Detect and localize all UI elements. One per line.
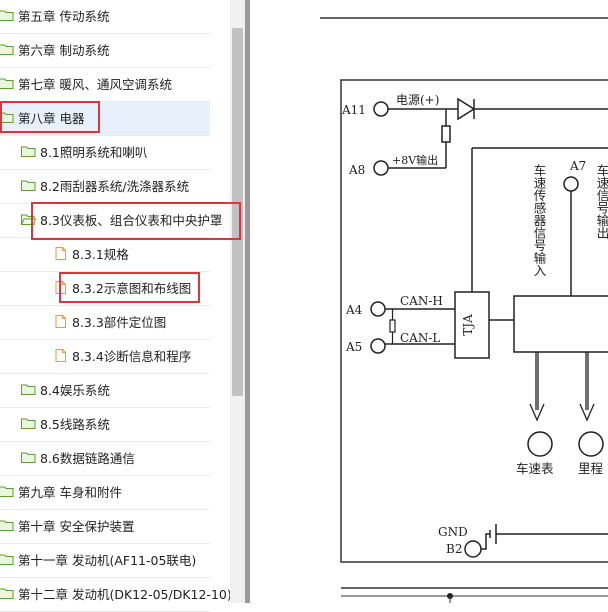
- tree-item[interactable]: 8.3.2示意图和布线图: [0, 272, 210, 306]
- tree-item-label: 第九章 车身和附件: [18, 476, 122, 510]
- pin-a11-terminal: [374, 102, 388, 116]
- b2-wire: [481, 534, 490, 549]
- folder-icon: [0, 586, 14, 601]
- tree-item-label: 第十章 安全保护装置: [18, 510, 134, 544]
- tree-item-label: 8.3.1规格: [72, 238, 129, 272]
- tree-item[interactable]: 第七章 暖风、通风空调系统: [0, 68, 210, 102]
- pin-a8-label: A8: [348, 163, 365, 177]
- tree-item-label: 第八章 电器: [18, 102, 84, 136]
- pin-b2-terminal: [465, 541, 481, 557]
- speedometer-label: 车速表: [516, 461, 554, 476]
- page-icon: [53, 280, 68, 295]
- folder-icon: [21, 416, 36, 431]
- pin-a5-label: A5: [345, 340, 362, 354]
- tree-item[interactable]: 8.3.3部件定位图: [0, 306, 210, 340]
- tree-item-label: 第十二章 发动机(DK12-05/DK12-10): [18, 578, 232, 612]
- tree-item-label: 第七章 暖风、通风空调系统: [18, 68, 172, 102]
- speed-sensor-input-label: 车速传感器信号输入: [532, 163, 547, 277]
- odometer-output-arrow: [580, 352, 594, 420]
- folder-icon: [21, 144, 36, 159]
- folder-open-icon: [21, 212, 36, 227]
- tree-item-label: 8.2雨刮器系统/洗涤器系统: [40, 170, 189, 204]
- gnd-label: GND: [438, 525, 468, 539]
- tree-item-label: 第十一章 发动机(AF11-05联电): [18, 544, 196, 578]
- tree-item[interactable]: 8.1照明系统和喇叭: [0, 136, 210, 170]
- tree-item[interactable]: 第五章 传动系统: [0, 0, 210, 34]
- power-label: 电源(+): [396, 93, 439, 107]
- out8v-label: +8V输出: [392, 153, 438, 167]
- pin-a11-label: A11: [341, 103, 366, 117]
- tree-item-label: 8.1照明系统和喇叭: [40, 136, 147, 170]
- speed-signal-output-label: 车速信号输出: [595, 163, 608, 239]
- page-icon: [53, 348, 68, 363]
- tree-scrollbar-thumb[interactable]: [232, 28, 243, 396]
- folder-icon: [21, 450, 36, 465]
- tree-item[interactable]: 8.3.1规格: [0, 238, 210, 272]
- tja-label: TJA: [461, 314, 475, 336]
- tree-item-label: 8.5线路系统: [40, 408, 110, 442]
- tree-item[interactable]: 8.3仪表板、组合仪表和中央护罩: [0, 204, 210, 238]
- tree-item-label: 8.3.2示意图和布线图: [72, 272, 191, 306]
- tree-item[interactable]: 第十二章 发动机(DK12-05/DK12-10): [0, 578, 210, 612]
- speedometer-gauge: [528, 432, 552, 456]
- tree-item[interactable]: 8.4娱乐系统: [0, 374, 210, 408]
- tree-item-label: 8.3.3部件定位图: [72, 306, 166, 340]
- tree-item[interactable]: 8.6数据链路通信: [0, 442, 210, 476]
- tree-item-label: 8.6数据链路通信: [40, 442, 135, 476]
- tree-item[interactable]: 第十章 安全保护装置: [0, 510, 210, 544]
- odometer-label: 里程: [578, 461, 604, 476]
- page-icon: [53, 246, 68, 261]
- speedometer-output-arrow: [530, 352, 544, 420]
- folder-icon: [0, 76, 14, 91]
- odometer-gauge: [579, 432, 603, 456]
- cluster-module-box: [514, 296, 608, 352]
- tree-item-label: 8.4娱乐系统: [40, 374, 110, 408]
- tree-item-label: 第六章 制动系统: [18, 34, 109, 68]
- wiring-diagram: A11 电源(+) A8 +8V输出 车速传感器信号输入 A7 车速信号输出 T…: [250, 0, 608, 603]
- can-h-label: CAN-H: [400, 294, 443, 308]
- tree-item-label: 第五章 传动系统: [18, 0, 109, 34]
- tree-item[interactable]: 8.2雨刮器系统/洗涤器系统: [0, 170, 210, 204]
- pin-a5-terminal: [371, 339, 385, 353]
- pin-a4-terminal: [371, 302, 385, 316]
- folder-icon: [0, 552, 14, 567]
- pin-a4-label: A4: [345, 303, 363, 317]
- folder-icon: [0, 8, 14, 23]
- folder-icon: [21, 382, 36, 397]
- folder-icon: [0, 110, 14, 125]
- page-icon: [53, 314, 68, 329]
- tree-item-label: 8.3仪表板、组合仪表和中央护罩: [40, 204, 222, 238]
- tree-item[interactable]: 第六章 制动系统: [0, 34, 210, 68]
- tree-item[interactable]: 8.5线路系统: [0, 408, 210, 442]
- tree-item[interactable]: 第九章 车身和附件: [0, 476, 210, 510]
- can-termination-resistor: [390, 320, 395, 332]
- pin-a7-label: A7: [569, 159, 586, 173]
- resistor-symbol: [442, 126, 450, 142]
- folder-icon: [0, 518, 14, 533]
- diode-symbol: [458, 99, 474, 119]
- pin-b2-label: B2: [446, 542, 462, 556]
- pin-a7-terminal: [564, 177, 578, 191]
- folder-icon: [0, 42, 14, 57]
- tree-item[interactable]: 第八章 电器: [0, 102, 210, 136]
- tree-item[interactable]: 8.3.4诊断信息和程序: [0, 340, 210, 374]
- tree-item-label: 8.3.4诊断信息和程序: [72, 340, 191, 374]
- tree-item[interactable]: 第十一章 发动机(AF11-05联电): [0, 544, 210, 578]
- pin-a8-terminal: [374, 161, 388, 175]
- document-viewer: A11 电源(+) A8 +8V输出 车速传感器信号输入 A7 车速信号输出 T…: [250, 0, 608, 603]
- can-l-label: CAN-L: [400, 331, 440, 345]
- folder-icon: [21, 178, 36, 193]
- folder-icon: [0, 484, 14, 499]
